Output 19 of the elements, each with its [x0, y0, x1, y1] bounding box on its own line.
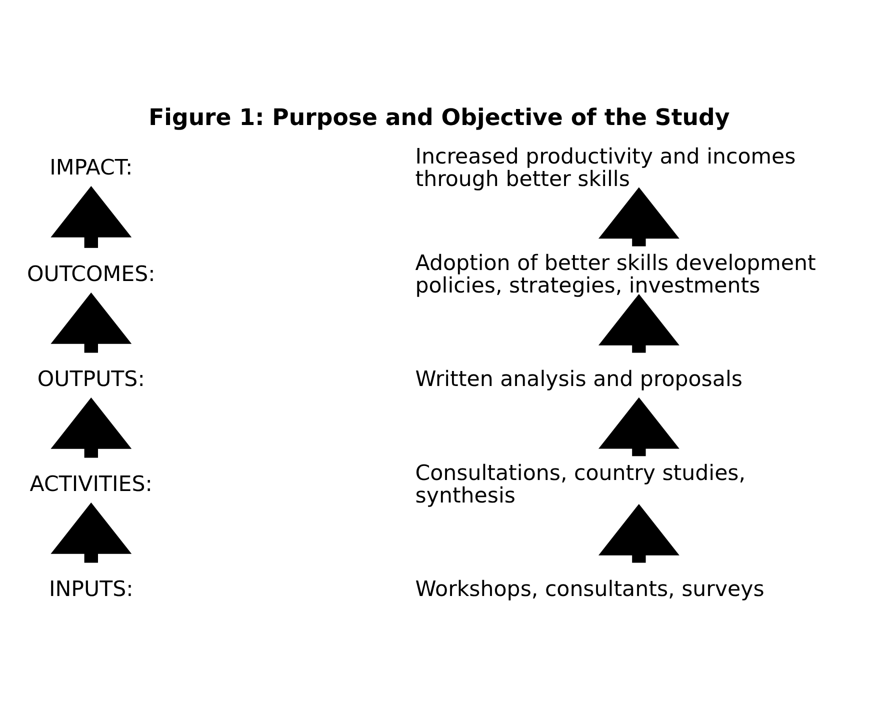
arrow: [598, 293, 680, 352]
node-text: IMPACT:: [50, 155, 133, 180]
node-text: INPUTS:: [48, 576, 134, 602]
arrow: [50, 185, 132, 248]
node-text: Consultations, country studies, synthesis: [415, 460, 746, 508]
diagram-title: Figure 1: Purpose and Objective of the Study: [148, 104, 730, 130]
arrow: [50, 502, 132, 562]
node-text: ACTIVITIES:: [30, 472, 152, 497]
node-text: Written analysis and proposals: [415, 366, 742, 392]
arrow: [50, 397, 132, 458]
arrow: [598, 503, 680, 562]
node-text: OUTCOMES:: [27, 262, 156, 287]
node-text: Increased productivity and incomes through better skills: [415, 144, 796, 192]
node-text: Adoption of better skills development policies, strategies, investments: [415, 250, 816, 298]
arrow: [598, 186, 680, 246]
node-text: OUTPUTS:: [37, 366, 145, 392]
node-text: Workshops, consultants, surveys: [415, 576, 764, 602]
arrow: [598, 396, 680, 456]
arrow: [50, 292, 132, 352]
